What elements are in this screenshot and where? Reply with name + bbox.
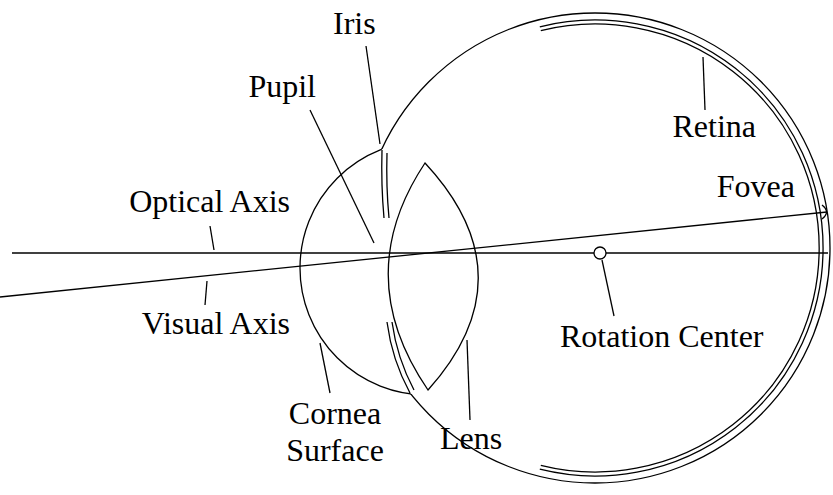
part-label: Fovea xyxy=(717,168,795,205)
part-label: Optical Axis xyxy=(129,183,290,220)
leader-line xyxy=(366,46,380,144)
leader-line xyxy=(703,57,705,110)
part-label: Iris xyxy=(333,5,376,42)
leader-line xyxy=(205,281,207,305)
iris-lower-inner xyxy=(392,322,414,390)
part-label: Visual Axis xyxy=(142,305,290,342)
eyeball-outline xyxy=(360,13,830,483)
part-label: Pupil xyxy=(248,68,316,105)
visual-axis-line xyxy=(0,212,827,297)
part-label: Retina xyxy=(672,108,756,145)
rotation-center-dot xyxy=(594,247,606,259)
retina-outer xyxy=(540,20,823,476)
leader-line xyxy=(602,260,614,316)
leader-line xyxy=(467,340,470,420)
retina-inner xyxy=(541,24,819,472)
iris-lower xyxy=(387,322,410,393)
leader-line xyxy=(210,226,214,250)
part-label: Rotation Center xyxy=(560,318,764,355)
iris-upper-inner xyxy=(387,153,389,218)
leader-line xyxy=(320,343,330,393)
leader-line xyxy=(310,110,374,243)
cornea-surface xyxy=(300,141,554,395)
lens-shape xyxy=(388,163,478,390)
iris-upper xyxy=(382,150,384,218)
part-label: Cornea Surface xyxy=(265,395,405,469)
part-label: Lens xyxy=(440,420,502,457)
